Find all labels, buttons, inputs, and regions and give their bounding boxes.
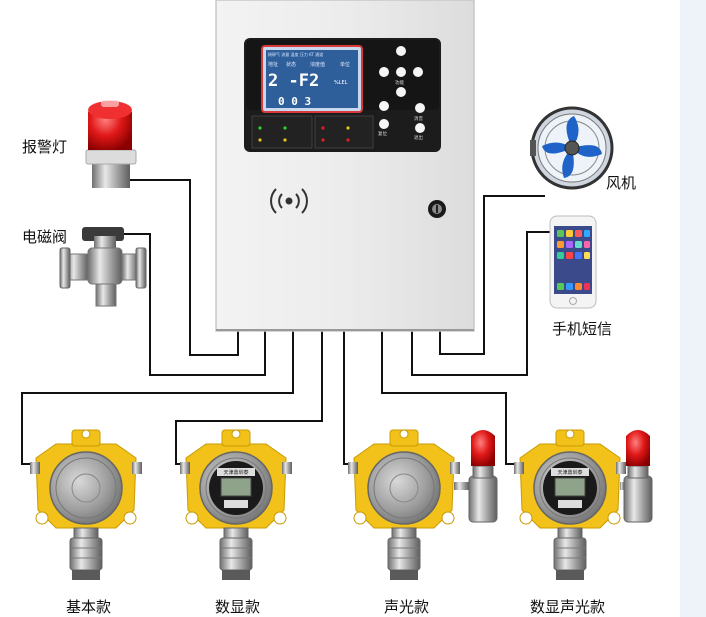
lcd-main-value: 2 -F2 [268, 71, 319, 91]
sound-light-detector [348, 429, 498, 580]
digital-detector: 天津鼎圳泰 [180, 429, 292, 580]
wireless-icon [270, 188, 308, 214]
label-digital-detector: 数显款 [215, 598, 261, 616]
lock-icon [428, 200, 446, 218]
navigation-keypad [379, 46, 425, 133]
lcd-header: 稀释气 流量 温度 压力 KT 通道 [268, 51, 323, 57]
fn-button[interactable] [379, 101, 389, 111]
detector-brand-text: 天津鼎圳泰 [223, 469, 248, 476]
fan-device [530, 106, 614, 190]
lcd-label-address: 地址 [268, 61, 278, 68]
detector-brand-text: 天津鼎圳泰 [557, 469, 582, 476]
label-sound-light-detector: 声光款 [384, 598, 430, 616]
mute-button[interactable] [415, 103, 425, 113]
right-button[interactable] [413, 67, 423, 77]
status-leds [258, 126, 350, 142]
down-button[interactable] [396, 87, 406, 97]
mobile-phone-device [549, 215, 597, 309]
lcd-label-status: 状态 [286, 61, 296, 68]
detectors: 天津鼎圳泰 天津鼎圳泰 [30, 429, 653, 580]
solenoid-valve-device [59, 227, 147, 307]
alarm-light-device [85, 100, 137, 188]
label-solenoid-valve: 电磁阀 [22, 228, 68, 246]
button-label-fn: 功能 [395, 79, 404, 86]
label-digital-sound-light-detector: 数显声光款 [530, 598, 606, 616]
label-fan: 风机 [606, 174, 637, 192]
digital-sound-light-detector: 天津鼎圳泰 [514, 429, 653, 580]
reset-button[interactable] [379, 119, 389, 129]
exit-button[interactable] [415, 123, 425, 133]
button-label-mute: 消音 [414, 115, 423, 122]
lcd-unit: %LEL [334, 80, 348, 86]
right-sidebar [680, 0, 706, 617]
wires [21, 179, 550, 465]
sound-light-beacon [620, 430, 653, 523]
lcd-label-unit: 单位 [340, 61, 350, 68]
lcd-sub-value: 0 0 3 [278, 95, 311, 108]
left-button[interactable] [379, 67, 389, 77]
status-indicator-panel [251, 115, 313, 149]
lcd-label-concentration: 浓度值 [310, 61, 325, 68]
label-basic-detector: 基本款 [66, 598, 112, 616]
up-button[interactable] [396, 46, 406, 56]
button-label-exit: 退出 [414, 134, 423, 141]
ok-button[interactable] [396, 67, 406, 77]
sound-light-beacon [454, 430, 498, 523]
label-sms: 手机短信 [552, 320, 613, 338]
controller-cabinet: 稀释气 流量 温度 压力 KT 通道 地址 状态 浓度值 单位 2 -F2 0 … [215, 0, 475, 332]
basic-detector [30, 429, 142, 580]
button-label-reset: 复位 [378, 130, 387, 137]
label-alarm-light: 报警灯 [22, 138, 68, 156]
